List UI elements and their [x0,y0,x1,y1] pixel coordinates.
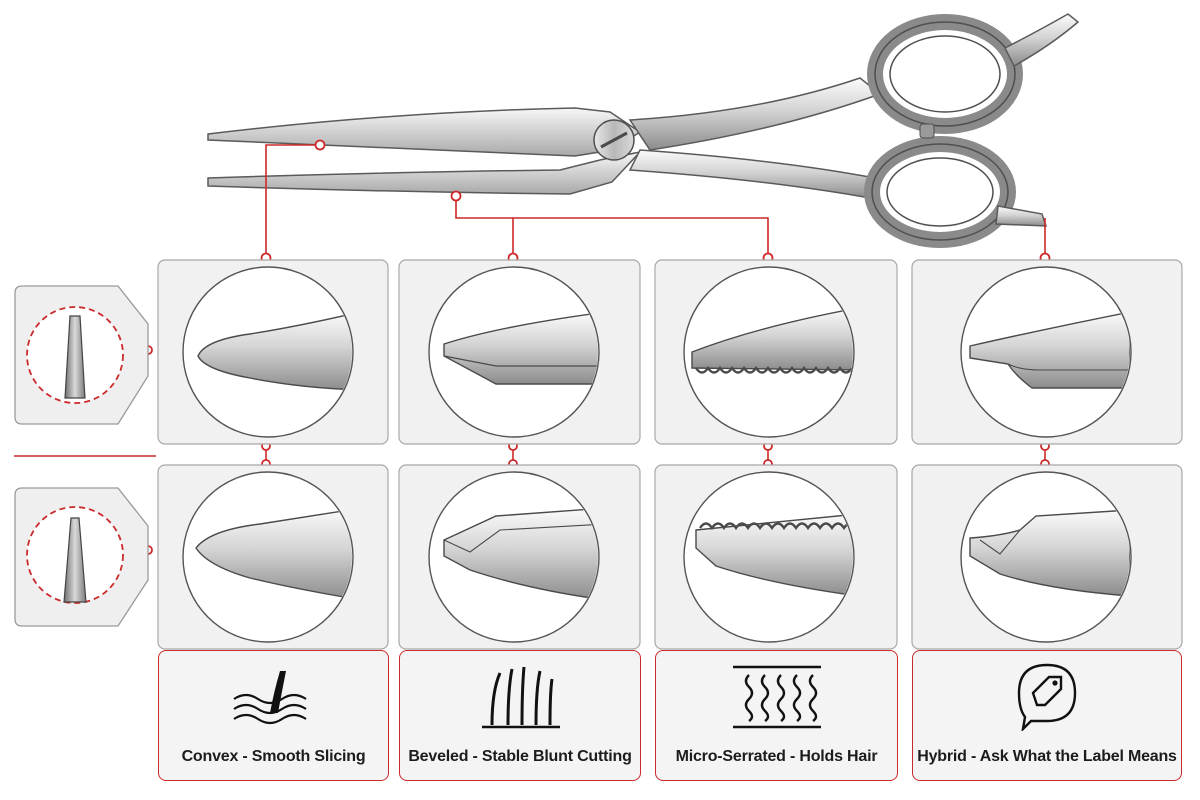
lower-blade [207,150,643,195]
hair-strands-icon [482,666,560,729]
label-box-hybrid: Hybrid - Ask What the Label Means [912,650,1182,781]
scissors-illustration [207,13,1080,248]
convex-edge-closeup-bottom [195,507,352,601]
beveled-edge-closeup-top [443,311,598,385]
price-tag-speech-icon [1017,663,1077,731]
label-hybrid: Hybrid - Ask What the Label Means [917,748,1177,765]
upper-shank [628,77,882,151]
hair-strand-waves-icon [232,671,307,725]
label-micro-serrated: Micro-Serrated - Holds Hair [675,748,878,765]
convex-edge-closeup-top [197,311,352,391]
blade-taper-profile [63,517,87,603]
beveled-edge-closeup-bottom [443,507,598,601]
side-taper-callout-top [14,285,149,425]
finger-rest [995,205,1048,227]
wavy-hair-grip-icon [732,665,821,729]
micro-serrated-edge-closeup-bottom [695,513,853,597]
micro-serrated-edge-closeup-top [691,307,853,374]
label-box-beveled: Beveled - Stable Blunt Cutting [399,650,641,781]
lower-shank [628,149,876,199]
finger-tang [1003,13,1080,68]
side-taper-callout-bottom [14,487,149,627]
silencer-bumper [919,123,935,139]
label-box-micro-serrated: Micro-Serrated - Holds Hair [655,650,898,781]
label-convex: Convex - Smooth Slicing [181,748,366,765]
blade-taper-profile [64,315,86,399]
upper-blade [207,107,642,157]
label-beveled: Beveled - Stable Blunt Cutting [408,748,632,765]
label-box-convex: Convex - Smooth Slicing [158,650,389,781]
